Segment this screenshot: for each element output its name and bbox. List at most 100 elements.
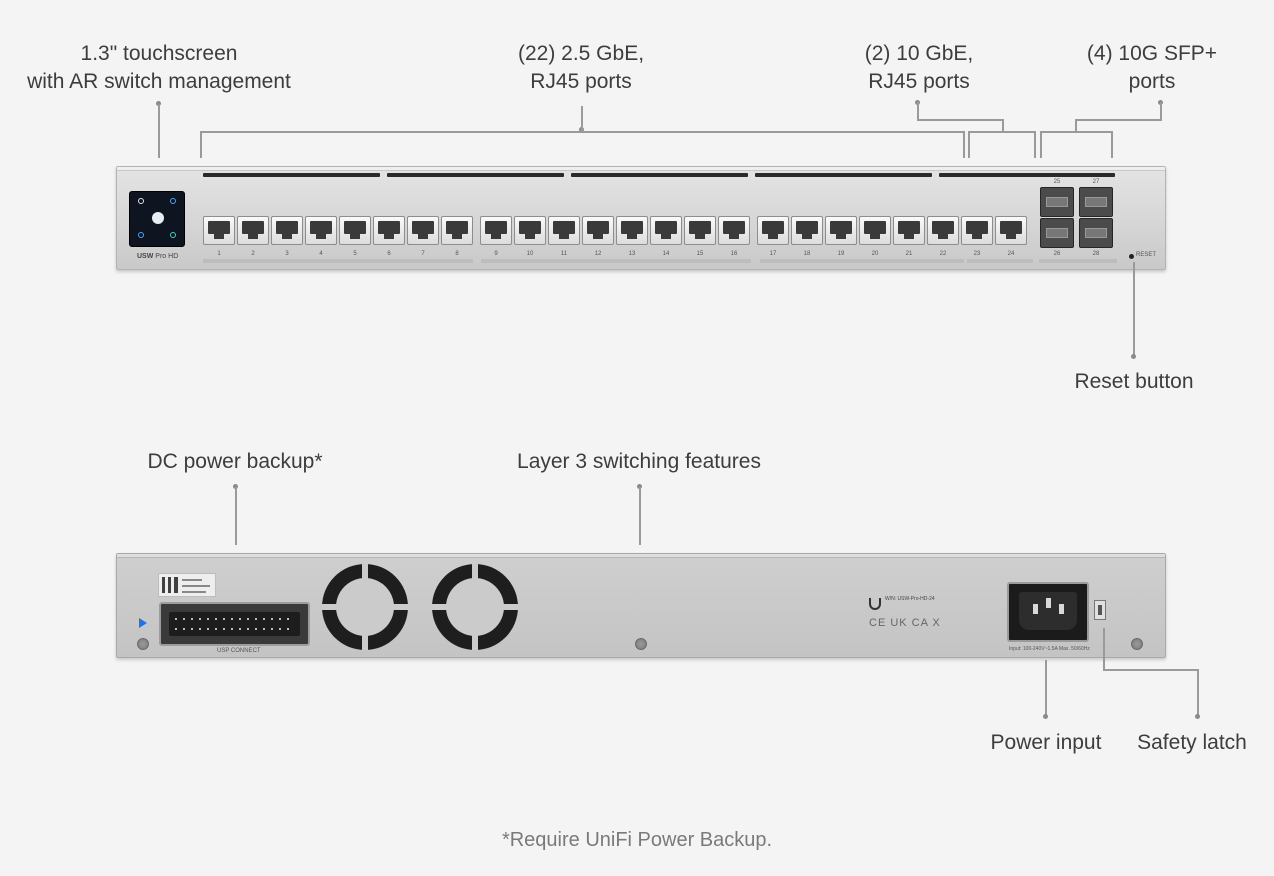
port-number: 19: [837, 251, 845, 257]
port-number: 17: [769, 251, 777, 257]
rj45-port[interactable]: [407, 216, 439, 245]
rj45-port[interactable]: [203, 216, 235, 245]
port-number: 15: [696, 251, 704, 257]
screw-icon: [137, 638, 149, 650]
sfp-leader-c: [1075, 119, 1077, 132]
rj45-port[interactable]: [339, 216, 371, 245]
port-number: 2: [251, 251, 255, 257]
status-led-icon: [139, 618, 147, 628]
qr-code-icon: [162, 577, 178, 593]
connector-pins: [175, 618, 294, 620]
reset-button[interactable]: [1129, 254, 1134, 259]
rj45-port[interactable]: [995, 216, 1027, 245]
certification-marks: CE UK CA X: [869, 617, 941, 629]
rj45-port[interactable]: [271, 216, 303, 245]
cooling-fan-icon: [432, 564, 518, 650]
inlet-socket: [1019, 592, 1077, 630]
safety-latch-leader-a: [1103, 628, 1105, 670]
rj45-port[interactable]: [893, 216, 925, 245]
rj45-port[interactable]: [441, 216, 473, 245]
sfp-port[interactable]: [1079, 187, 1113, 217]
dc-power-connector[interactable]: [159, 602, 310, 646]
port-number: 4: [319, 251, 323, 257]
screen-knob-icon: [152, 212, 164, 224]
reset-label: RESET: [1136, 252, 1157, 258]
reset-leader-dot: [1131, 354, 1136, 359]
rj45-2-5g-bracket-vertical: [581, 106, 583, 132]
sfp-port-number: 26: [1053, 251, 1061, 257]
screw-icon: [1131, 638, 1143, 650]
sfp-port[interactable]: [1040, 187, 1074, 217]
dc-power-leader-dot: [233, 484, 238, 489]
inlet-pin: [1033, 604, 1038, 614]
port-group-bar: [203, 259, 473, 263]
connector-pins: [175, 628, 294, 630]
port-number: 1: [217, 251, 221, 257]
port-number: 12: [594, 251, 602, 257]
screen-corner-icon: [138, 198, 144, 204]
ubiquiti-logo-icon: [869, 598, 881, 610]
vent-slot: [939, 173, 1115, 177]
rj45-port[interactable]: [237, 216, 269, 245]
power-input-leader-dot: [1043, 714, 1048, 719]
rj45-port[interactable]: [684, 216, 716, 245]
reset-button-callout: Reset button: [1074, 370, 1194, 393]
dc-connector-label: USP CONNECT: [217, 648, 261, 654]
port-number: 16: [730, 251, 738, 257]
rj45-port[interactable]: [305, 216, 337, 245]
port-group-bar: [481, 259, 751, 263]
rj45-port[interactable]: [616, 216, 648, 245]
safety-latch[interactable]: [1094, 600, 1106, 620]
rj45-2-5g-bracket-left: [200, 131, 202, 158]
rj45-port[interactable]: [480, 216, 512, 245]
dc-power-callout: DC power backup*: [147, 450, 323, 473]
rj45-port[interactable]: [582, 216, 614, 245]
rj45-port[interactable]: [859, 216, 891, 245]
sfp-port-number: 27: [1092, 179, 1100, 185]
rj45-10g-callout: (2) 10 GbE, RJ45 ports: [864, 42, 974, 93]
sfp-leader-b: [1075, 119, 1162, 121]
rj45-port[interactable]: [927, 216, 959, 245]
rj45-port[interactable]: [373, 216, 405, 245]
port-group-bar: [1039, 259, 1117, 263]
touchscreen-leader-dot: [156, 101, 161, 106]
port-number: 13: [628, 251, 636, 257]
touchscreen-display[interactable]: [129, 191, 185, 247]
rj45-port[interactable]: [825, 216, 857, 245]
port-number: 20: [871, 251, 879, 257]
touchscreen-leader: [158, 104, 160, 158]
rj45-port[interactable]: [548, 216, 580, 245]
layer3-callout: Layer 3 switching features: [517, 450, 761, 473]
rj45-port[interactable]: [718, 216, 750, 245]
footnote: *Require UniFi Power Backup.: [501, 829, 773, 851]
port-number: 23: [973, 251, 981, 257]
rj45-10g-bracket-right: [1034, 131, 1036, 158]
sfp-port[interactable]: [1079, 218, 1113, 248]
layer3-leader-dot: [637, 484, 642, 489]
vent-slot: [571, 173, 748, 177]
rj45-port[interactable]: [650, 216, 682, 245]
port-number: 7: [421, 251, 425, 257]
touchscreen-callout: 1.3" touchscreen with AR switch manageme…: [27, 42, 291, 93]
vent-slot: [755, 173, 932, 177]
safety-latch-callout: Safety latch: [1137, 731, 1247, 754]
layer3-leader: [639, 487, 641, 545]
rj45-10g-bracket-left: [968, 131, 970, 158]
ac-power-inlet[interactable]: [1007, 582, 1089, 642]
rj45-port[interactable]: [757, 216, 789, 245]
inlet-pin: [1059, 604, 1064, 614]
sfp-leader-a: [1160, 102, 1162, 120]
safety-latch-leader-dot: [1195, 714, 1200, 719]
rj45-port[interactable]: [961, 216, 993, 245]
rj45-port[interactable]: [791, 216, 823, 245]
sfp-port-number: 25: [1053, 179, 1061, 185]
port-number: 6: [387, 251, 391, 257]
port-number: 10: [526, 251, 534, 257]
port-number: 3: [285, 251, 289, 257]
device-model-label: USW Pro HD: [137, 253, 179, 260]
sfp-port[interactable]: [1040, 218, 1074, 248]
rj45-10g-bracket: [968, 131, 1036, 133]
rj45-port[interactable]: [514, 216, 546, 245]
fan-spoke: [432, 604, 518, 610]
